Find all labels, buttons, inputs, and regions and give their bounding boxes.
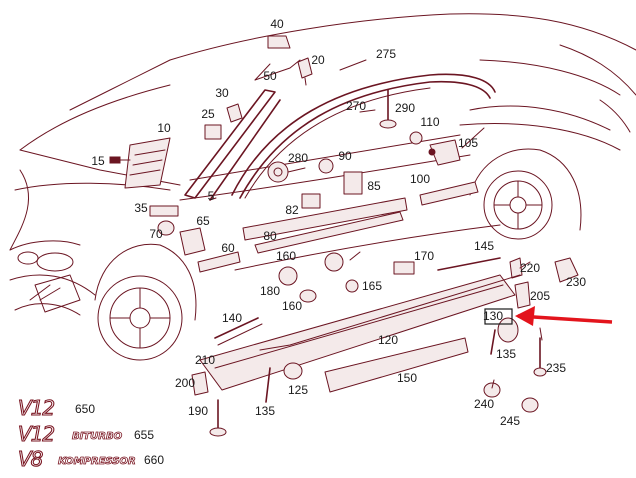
part-label-80: 80 bbox=[263, 229, 277, 243]
part-label-190: 190 bbox=[188, 404, 208, 418]
part-label-90: 90 bbox=[338, 149, 352, 163]
part-label-205: 205 bbox=[530, 289, 550, 303]
part-label-85: 85 bbox=[367, 179, 381, 193]
part-label-50: 50 bbox=[263, 69, 277, 83]
part-label-100: 100 bbox=[410, 172, 430, 186]
part-label-165: 165 bbox=[362, 279, 382, 293]
badge-number-1: 655 bbox=[134, 428, 154, 442]
part-label-5: 5 bbox=[208, 189, 215, 203]
part-label-275: 275 bbox=[376, 47, 396, 61]
part-label-10: 10 bbox=[157, 121, 171, 135]
part-label-245: 245 bbox=[500, 414, 520, 428]
badge-model-2: V8 bbox=[18, 447, 43, 471]
part-label-70: 70 bbox=[149, 227, 163, 241]
part-label-65: 65 bbox=[196, 214, 210, 228]
badge-suffix-1: BITURBO bbox=[72, 431, 123, 442]
part-label-135b: 135 bbox=[255, 404, 275, 418]
part-label-25: 25 bbox=[201, 107, 215, 121]
badge-model-0: V12 bbox=[18, 396, 54, 420]
part-label-280: 280 bbox=[288, 151, 308, 165]
part-label-270: 270 bbox=[346, 99, 366, 113]
part-label-230: 230 bbox=[566, 275, 586, 289]
part-label-130: 130 bbox=[483, 309, 503, 323]
car-body bbox=[9, 13, 636, 361]
leader-lines bbox=[209, 59, 543, 389]
part-label-160a: 160 bbox=[276, 249, 296, 263]
part-label-220: 220 bbox=[520, 261, 540, 275]
part-label-30: 30 bbox=[215, 86, 229, 100]
part-label-110: 110 bbox=[420, 115, 439, 129]
part-label-40: 40 bbox=[270, 17, 284, 31]
part-label-82: 82 bbox=[285, 203, 299, 217]
highlight-arrow bbox=[515, 306, 613, 326]
part-label-105: 105 bbox=[458, 136, 478, 150]
badge-number-0: 650 bbox=[75, 402, 95, 416]
badge-number-2: 660 bbox=[144, 453, 164, 467]
part-label-290: 290 bbox=[395, 101, 415, 115]
badge-model-1: V12 bbox=[18, 422, 54, 446]
part-label-125: 125 bbox=[288, 383, 308, 397]
part-label-15: 15 bbox=[91, 154, 105, 168]
part-label-60: 60 bbox=[221, 241, 235, 255]
badge-suffix-2: KOMPRESSOR bbox=[58, 456, 136, 467]
highlight-box bbox=[484, 308, 513, 325]
part-label-210: 210 bbox=[195, 353, 215, 367]
part-label-140: 140 bbox=[222, 311, 242, 325]
part-label-235: 235 bbox=[546, 361, 566, 375]
part-label-35: 35 bbox=[134, 201, 148, 215]
part-label-135a: 135 bbox=[496, 347, 516, 361]
part-label-170: 170 bbox=[414, 249, 434, 263]
part-label-160b: 160 bbox=[282, 299, 302, 313]
part-label-180: 180 bbox=[260, 284, 280, 298]
part-label-120: 120 bbox=[378, 333, 398, 347]
part-label-200: 200 bbox=[175, 376, 195, 390]
part-label-240: 240 bbox=[474, 397, 494, 411]
part-label-145: 145 bbox=[474, 239, 494, 253]
part-label-20: 20 bbox=[311, 53, 325, 67]
pillar-trims bbox=[184, 59, 496, 201]
part-label-150: 150 bbox=[397, 371, 417, 385]
